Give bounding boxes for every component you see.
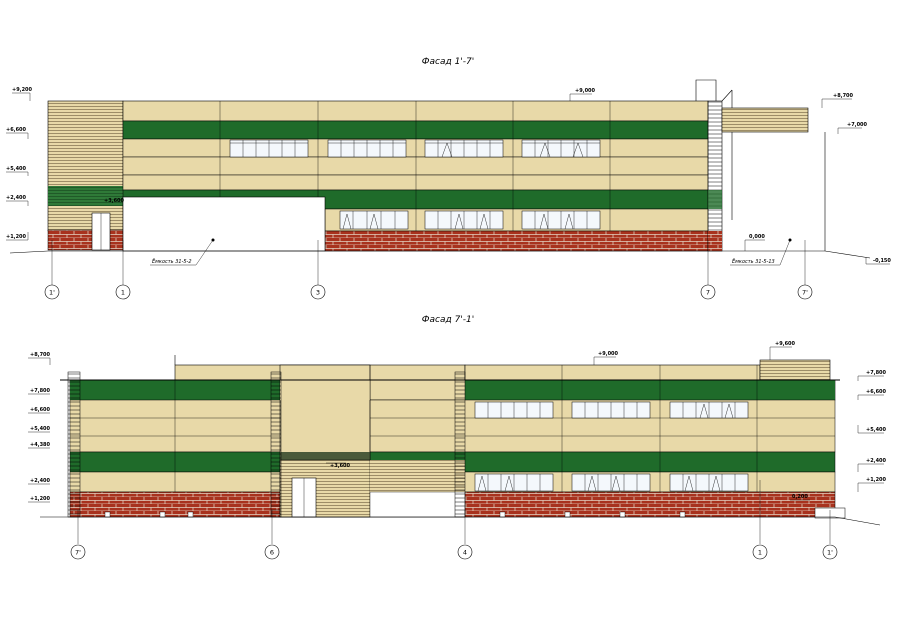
- axis-bottom-4: 1: [758, 549, 762, 557]
- axis-bottom-1: 7': [75, 549, 81, 557]
- upper-windows-bottom: [474, 401, 749, 419]
- notes-top: Ёмкость 31-5-2 Ёмкость 31-5-13: [150, 238, 792, 266]
- level-top-m2: +3,600: [104, 198, 125, 204]
- level-top-l3: +5,400: [6, 166, 27, 172]
- facade-bottom-title: Фасад 7'-1': [422, 315, 474, 325]
- lower-windows-top: [339, 210, 601, 230]
- level-bottom-r4: +2,400: [866, 458, 887, 464]
- axes-top: 1' 1 3 7 7': [44, 240, 813, 300]
- level-top-r4: -0,150: [873, 258, 891, 264]
- level-bottom-l2: +7,800: [30, 388, 51, 394]
- levels-bottom-left: +8,700 +7,800 +6,600 +5,400 +4,380 +2,40…: [28, 352, 51, 503]
- levels-bottom-right: +7,800 +6,600 +5,400 +2,400 +1,200: [857, 370, 887, 492]
- left-block-top: [47, 100, 124, 251]
- level-bottom-m2: +9,600: [775, 341, 796, 347]
- level-bottom-r5: +1,200: [866, 477, 887, 483]
- main-building-bottom: [60, 364, 846, 519]
- open-bay-top: [122, 196, 326, 252]
- level-bottom-r2: +6,600: [866, 389, 887, 395]
- level-bottom-m1: +9,000: [598, 351, 619, 357]
- level-top-r2: +7,000: [847, 122, 868, 128]
- axis-top-1: 1': [49, 289, 55, 297]
- axis-top-2: 1: [121, 289, 125, 297]
- axes-bottom: 7' 6 4 1 1': [70, 480, 838, 560]
- axis-top-3: 3: [316, 289, 320, 297]
- axis-top-5: 7': [802, 289, 808, 297]
- level-bottom-l4: +5,400: [30, 426, 51, 432]
- facade-bottom: Фасад 7'-1': [28, 315, 887, 560]
- level-bottom-r3: +5,400: [866, 427, 887, 433]
- level-top-l4: +2,400: [6, 195, 27, 201]
- facade-top: Фасад 1'-7': [6, 57, 891, 300]
- note-top-1: Ёмкость 31-5-2: [152, 258, 192, 265]
- level-bottom-l3: +6,600: [30, 407, 51, 413]
- level-top-r3: 0,000: [749, 234, 765, 240]
- level-top-l5: +1,200: [6, 234, 27, 240]
- axis-bottom-3: 4: [463, 549, 467, 557]
- upper-windows-top: [229, 139, 601, 158]
- level-top-l1: +9,200: [12, 87, 33, 93]
- level-bottom-m4: 0,200: [792, 494, 808, 500]
- level-top-m1: +9,000: [575, 88, 596, 94]
- axis-bottom-2: 6: [270, 549, 274, 557]
- level-top-r1: +8,700: [833, 93, 854, 99]
- level-bottom-l7: +1,200: [30, 496, 51, 502]
- level-bottom-m3: +3,600: [330, 463, 351, 469]
- stair-tower-top: [695, 79, 826, 252]
- main-building-top: [122, 100, 709, 252]
- level-bottom-l5: +4,380: [30, 442, 51, 448]
- level-bottom-r1: +7,800: [866, 370, 887, 376]
- level-bottom-l6: +2,400: [30, 478, 51, 484]
- axis-bottom-5: 1': [827, 549, 833, 557]
- level-bottom-l1: +8,700: [30, 352, 51, 358]
- levels-top: +9,200 +6,600 +5,400 +2,400 +1,200 +9,00…: [6, 87, 891, 265]
- facade-top-title: Фасад 1'-7': [422, 57, 474, 67]
- level-top-l2: +6,600: [6, 127, 27, 133]
- note-top-2: Ёмкость 31-5-13: [732, 258, 775, 265]
- levels-bottom-mid: +9,000 +9,600 +3,600 0,200: [326, 341, 810, 501]
- axis-top-4: 7: [706, 289, 710, 297]
- lower-windows-bottom: [474, 473, 749, 492]
